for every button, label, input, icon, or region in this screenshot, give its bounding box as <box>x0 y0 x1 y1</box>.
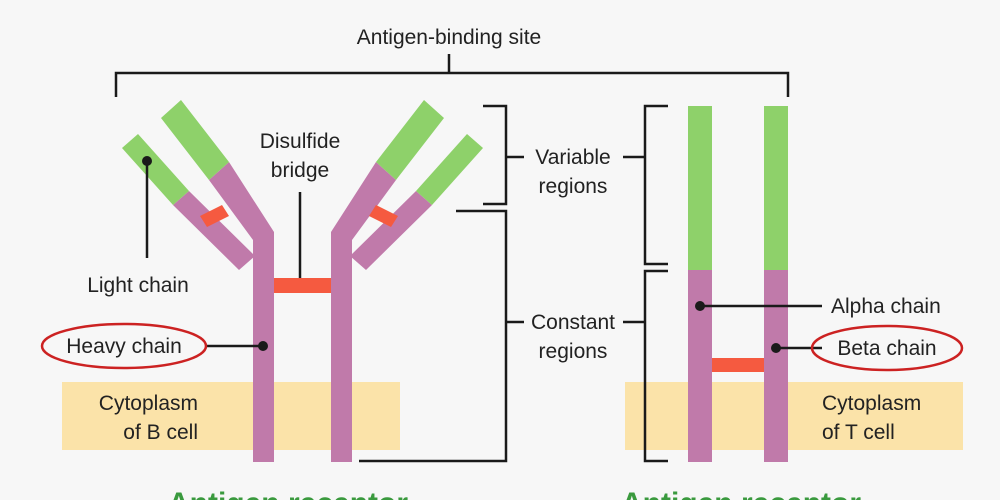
bcr-title: Antigen receptor <box>168 487 408 500</box>
antigen-binding-site-label: Antigen-binding site <box>357 26 541 49</box>
beta-chain-constant <box>764 270 788 462</box>
variable-bracket-left <box>483 104 524 206</box>
right-light-chain <box>350 191 432 270</box>
light-chain-dot <box>142 156 152 166</box>
beta-chain-label: Beta chain <box>837 337 936 360</box>
tcr-title: Antigen receptor <box>621 487 861 500</box>
left-light-variable <box>122 134 189 205</box>
alpha-chain-variable <box>688 106 712 270</box>
alpha-chain-constant <box>688 270 712 462</box>
variable-bracket-right <box>623 104 668 266</box>
beta-chain-dot <box>771 343 781 353</box>
right-light-variable <box>416 134 483 205</box>
right-light-disulfide <box>369 205 398 227</box>
alpha-chain-dot <box>695 301 705 311</box>
beta-chain-variable <box>764 106 788 270</box>
right-heavy-chain <box>331 162 396 462</box>
cytoplasm-b-label-2: of B cell <box>123 421 198 444</box>
beta-chain-highlight <box>810 324 964 372</box>
cytoplasm-b-label-1: Cytoplasm <box>99 392 198 415</box>
left-heavy-chain <box>209 162 274 462</box>
light-chain-label: Light chain <box>87 274 189 297</box>
variable-regions-label-2: regions <box>539 175 608 198</box>
heavy-chain-dot <box>258 341 268 351</box>
right-heavy-variable <box>376 100 444 180</box>
heavy-chain-highlight <box>40 322 208 370</box>
antigen-binding-bracket <box>114 54 790 97</box>
left-light-chain <box>173 191 255 270</box>
heavy-chain-label: Heavy chain <box>66 335 182 358</box>
left-light-disulfide <box>200 205 229 227</box>
cytoplasm-t-label-2: of T cell <box>822 421 895 444</box>
disulfide-label-1: Disulfide <box>260 130 341 153</box>
variable-regions-label-1: Variable <box>535 146 611 169</box>
constant-bracket-right <box>623 269 668 463</box>
constant-regions-label-2: regions <box>539 340 608 363</box>
alpha-chain-label: Alpha chain <box>831 295 941 318</box>
left-heavy-variable <box>161 100 229 180</box>
cytoplasm-t-label-1: Cytoplasm <box>822 392 921 415</box>
constant-bracket-left <box>359 209 524 463</box>
tcr-disulfide-bridge <box>712 358 764 372</box>
heavy-disulfide-bridge <box>274 278 331 293</box>
disulfide-label-2: bridge <box>271 159 329 182</box>
t-cell-cytoplasm <box>625 382 963 450</box>
constant-regions-label-1: Constant <box>531 311 615 334</box>
